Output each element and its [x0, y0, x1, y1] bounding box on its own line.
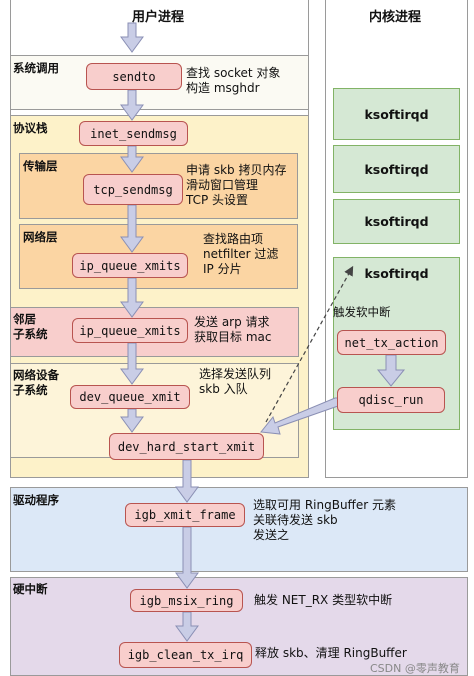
network-layer-label: 网络层	[23, 230, 58, 244]
sendto-node: sendto	[86, 63, 182, 90]
transport-layer-label: 传输层	[23, 159, 58, 173]
arrow-neighbor-to-dev-queue-xmit	[120, 342, 144, 385]
netdev-subsystem-label: 网络设备子系统	[13, 368, 59, 397]
arrow-igb-msix-ring-to-igb-clean-tx-irq	[175, 611, 199, 642]
arrow-net-tx-action-to-qdisc-run	[376, 354, 406, 387]
dashed-softirq-trigger-arrow	[265, 265, 354, 423]
dev-queue-xmit-node: dev_queue_xmit	[70, 385, 190, 409]
kernel-process-header: 内核进程	[368, 10, 421, 25]
ksoftirqd-box-2: ksoftirqd	[333, 145, 460, 193]
neighbor-subsystem-label: 邻居子系统	[13, 312, 48, 341]
ip-queue-xmit-note-2: 发送 arp 请求获取目标 mac	[194, 315, 272, 344]
arrow-ip-queue-xmit-to-neighbor	[120, 277, 144, 318]
driver-layer-label: 驱动程序	[13, 493, 59, 507]
arrow-inet-sendmsg-to-tcp-sendmsg	[120, 145, 144, 173]
protocol-stack-label: 协议栈	[13, 121, 48, 135]
arrow-user-to-sendto	[120, 22, 144, 53]
arrow-dev-queue-xmit-to-dev-hard-start-xmit	[120, 408, 144, 433]
hardirq-layer-label: 硬中断	[13, 582, 48, 596]
arrow-igb-xmit-frame-to-igb-msix-ring	[175, 526, 199, 589]
igb-xmit-frame-node: igb_xmit_frame	[125, 503, 245, 527]
softirq-trigger-note: 触发软中断	[333, 305, 391, 319]
arrow-sendto-to-inet-sendmsg	[120, 89, 144, 121]
ksoftirqd-box-3: ksoftirqd	[333, 199, 460, 244]
inet-sendmsg-node: inet_sendmsg	[79, 121, 188, 146]
ip-queue-xmit-node-1: ip_queue_xmits	[72, 253, 188, 278]
sendto-note: 查找 socket 对象构造 msghdr	[186, 66, 281, 95]
igb-msix-ring-note: 触发 NET_RX 类型软中断	[254, 593, 393, 607]
igb-clean-tx-irq-node: igb_clean_tx_irq	[119, 642, 252, 668]
arrow-qdisc-run-to-dev-hard-start-xmit	[260, 397, 339, 435]
ksoftirqd-box-1: ksoftirqd	[333, 88, 460, 140]
ip-queue-xmit-node-2: ip_queue_xmits	[72, 318, 188, 343]
driver-layer	[10, 487, 468, 572]
tcp-sendmsg-node: tcp_sendmsg	[83, 174, 183, 205]
arrow-dev-hard-start-xmit-to-igb-xmit-frame	[175, 459, 199, 503]
qdisc-run-node: qdisc_run	[337, 387, 445, 413]
igb-msix-ring-node: igb_msix_ring	[130, 589, 243, 612]
syscall-layer-label: 系统调用	[13, 61, 59, 75]
igb-clean-tx-irq-note: 释放 skb、清理 RingBuffer	[255, 646, 407, 660]
net-tx-action-node: net_tx_action	[337, 330, 446, 355]
csdn-watermark: CSDN @零声教育	[370, 662, 460, 675]
dev-hard-start-xmit-node: dev_hard_start_xmit	[109, 433, 264, 460]
arrow-tcp-sendmsg-to-ip-queue-xmit	[120, 204, 144, 253]
kernel-process-column	[325, 0, 468, 478]
user-process-header: 用户进程	[131, 10, 184, 25]
